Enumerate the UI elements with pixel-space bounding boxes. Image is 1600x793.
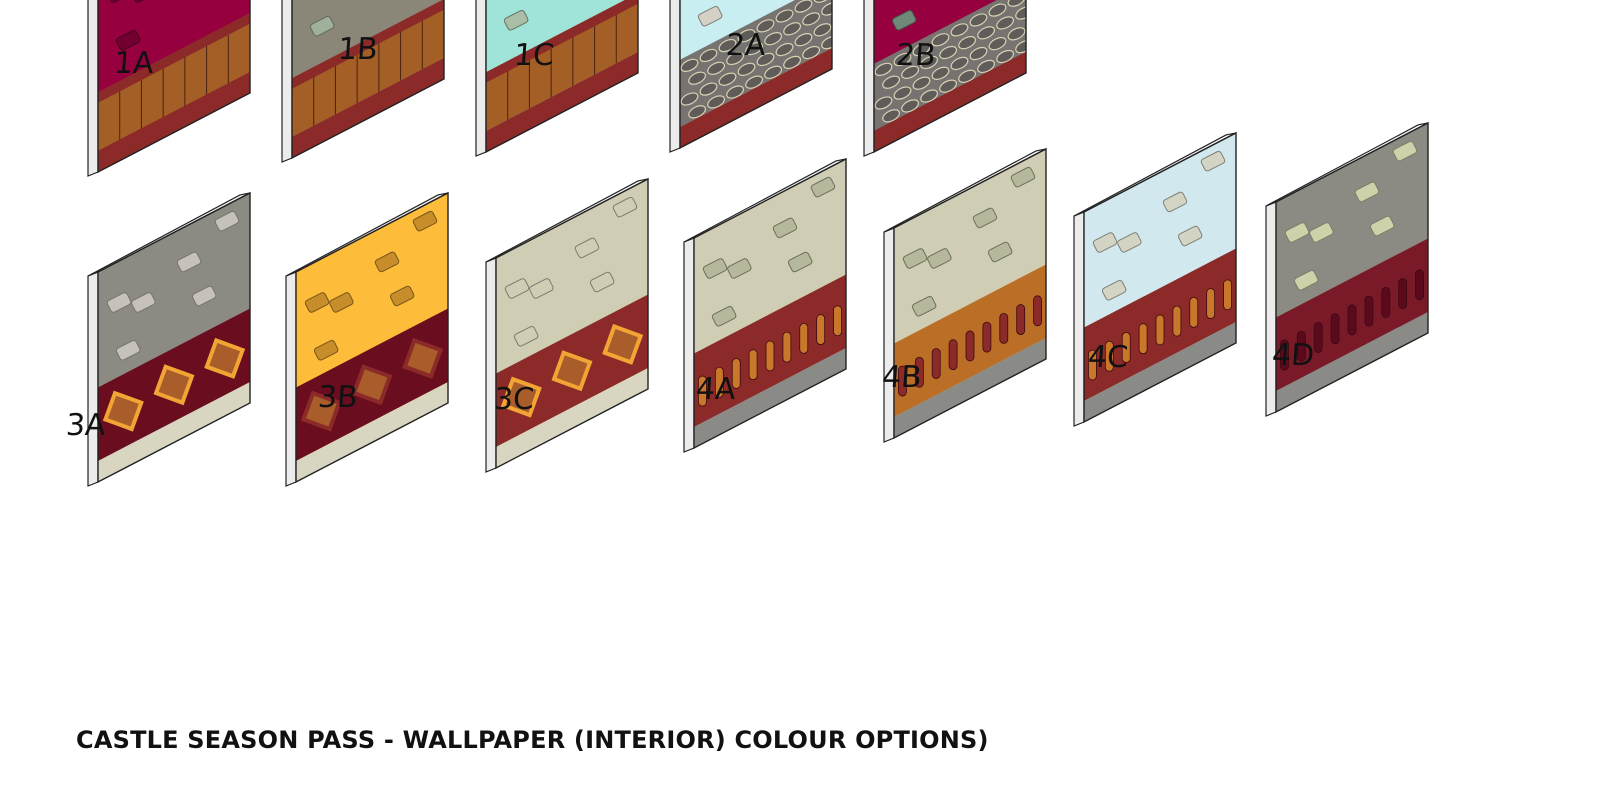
wall-panel-4a — [683, 157, 847, 453]
wall-panel-4b — [883, 147, 1047, 443]
sheet-caption: CASTLE SEASON PASS - WALLPAPER (INTERIOR… — [76, 726, 989, 754]
wall-panel-1c — [475, 0, 639, 157]
panel-label-2b: 2B — [894, 38, 937, 73]
panel-label-4d: 4D — [1270, 338, 1316, 373]
panel-label-3c: 3C — [492, 382, 536, 417]
panel-label-4c: 4C — [1086, 340, 1130, 375]
wall-panel-3b — [285, 191, 449, 487]
wall-panel-1b — [281, 0, 445, 163]
panel-label-1c: 1C — [512, 38, 556, 73]
panel-label-3b: 3B — [316, 380, 359, 415]
wall-panel-4d — [1265, 121, 1429, 417]
wall-panel-3c — [485, 177, 649, 473]
panel-label-4b: 4B — [880, 360, 923, 395]
wall-panel-2a — [669, 0, 833, 153]
wall-panel-2b — [863, 0, 1027, 157]
panel-label-4a: 4A — [694, 372, 737, 407]
wall-panel-4c — [1073, 131, 1237, 427]
panel-label-1a: 1A — [112, 46, 155, 81]
wall-panel-1a — [87, 0, 251, 177]
panel-label-2a: 2A — [724, 28, 767, 63]
panel-label-1b: 1B — [336, 32, 379, 67]
panel-label-3a: 3A — [64, 408, 107, 443]
wall-panel-3a — [87, 191, 251, 487]
